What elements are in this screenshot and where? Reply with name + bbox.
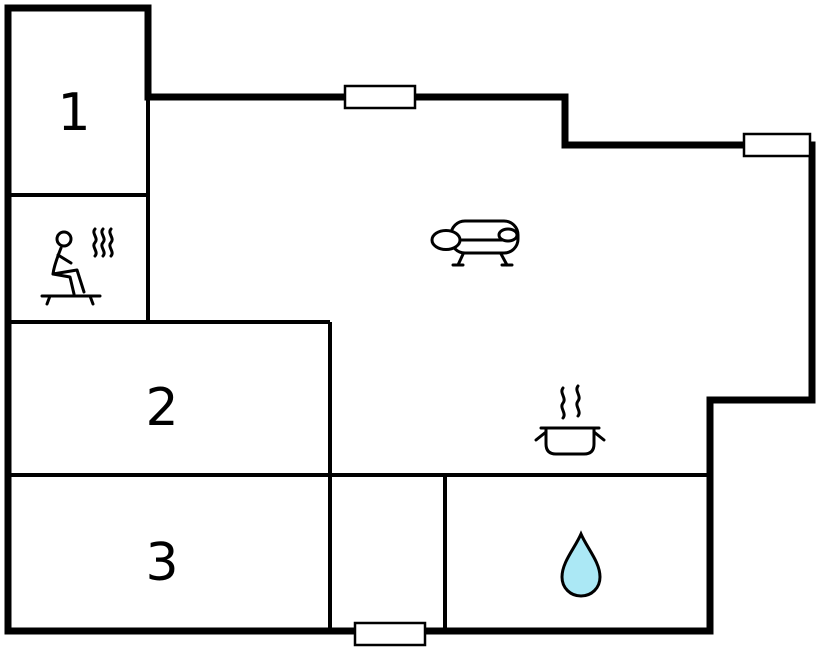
sauna-bench [40,294,102,306]
interior-walls [8,97,710,631]
pot-steam-2 [575,384,581,418]
sofa-arm-right [497,227,519,243]
pot-body [544,426,596,456]
exterior-wall [4,4,816,635]
pot-steam-1 [560,386,566,420]
sauna-person-arm [56,253,73,265]
sauna-icon [40,227,114,306]
cooking-pot-icon [534,384,606,456]
sauna-heat-wave-2 [100,227,106,258]
sauna-person-leg [51,272,76,296]
sofa-icon [430,219,520,267]
pot-handle-right [592,430,606,442]
water-drop-icon [560,530,602,598]
window-bottom [353,621,427,647]
pot-handle-left [534,430,548,442]
sauna-heat-wave-3 [108,227,114,258]
window-top [343,84,417,110]
window-top-right [742,132,812,158]
room-1-label: 1 [57,83,90,143]
sauna-heat-wave-1 [92,227,98,258]
sauna-person-head [55,230,73,248]
sofa-arm-left [430,229,462,251]
room-2-label: 2 [145,378,178,438]
room-3-label: 3 [145,533,178,593]
windows [343,84,812,647]
